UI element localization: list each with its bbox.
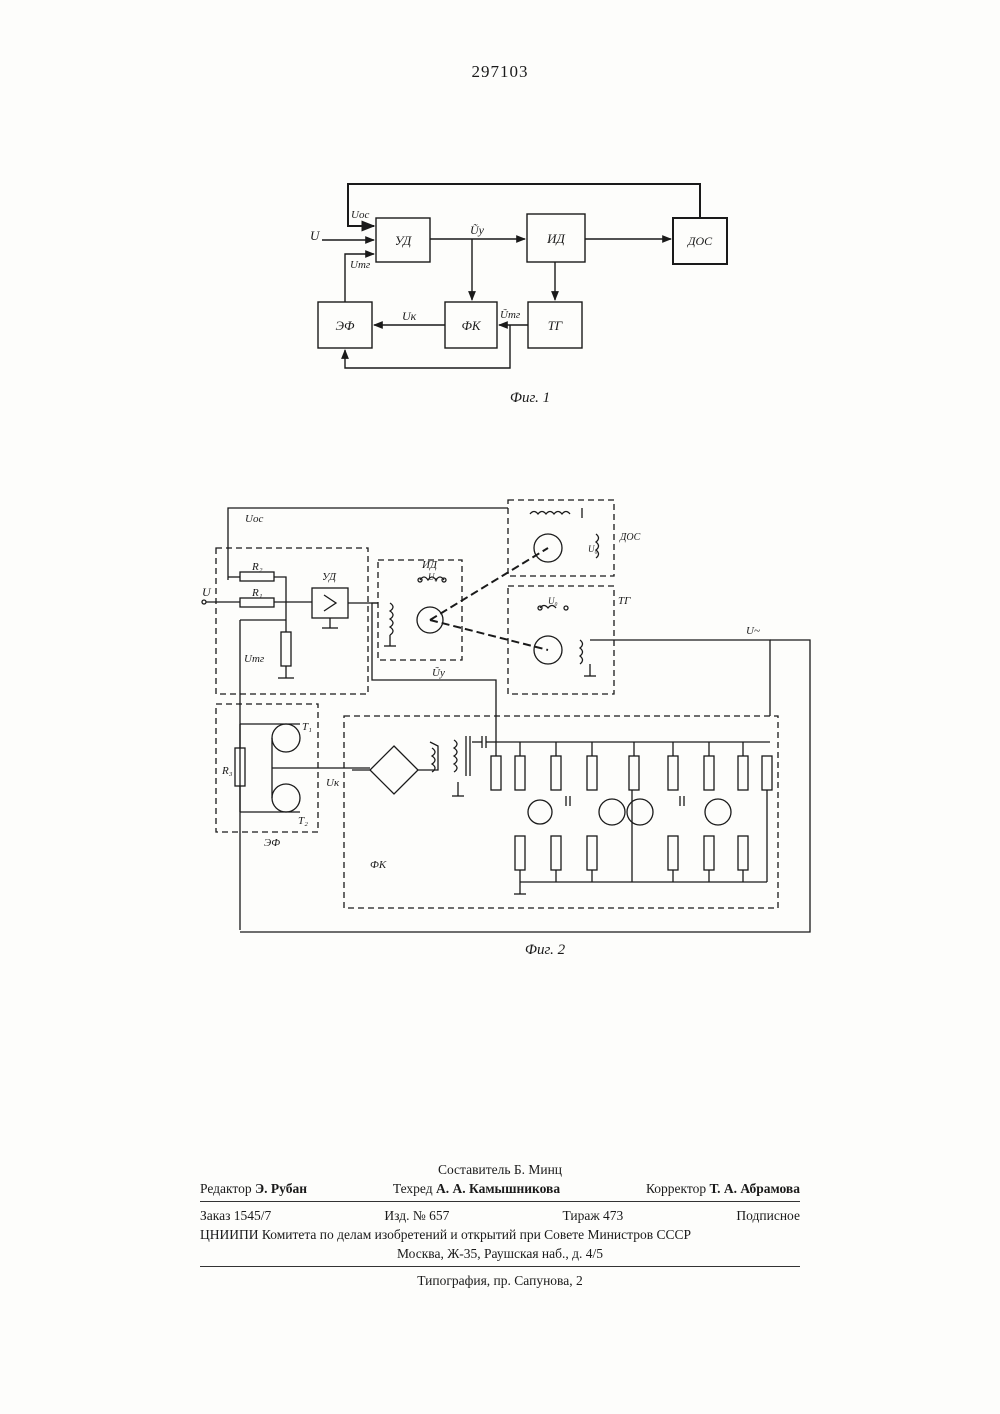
fig1-block-fk-label: ФК [461, 318, 481, 333]
fig2-label-id: ИД [421, 559, 438, 571]
fig1-signal-uk: Uк [402, 309, 417, 323]
fig2-label-ud: УД [322, 571, 337, 583]
fig1-caption: Фиг. 1 [510, 390, 550, 406]
fig1-signal-uoc: Uос [351, 209, 369, 221]
fig1-signal-uy: Ũу [470, 223, 485, 237]
fig2-label-ef: ЭФ [264, 837, 280, 849]
resistor-r2 [240, 572, 274, 581]
techred: Техред А. А. Камышникова [393, 1179, 560, 1198]
order-line: Заказ 1545/7 Изд. № 657 Тираж 473 Подпис… [200, 1206, 800, 1225]
compiler-line: Составитель Б. Минц [200, 1160, 800, 1179]
fig1-block-ud-label: УД [395, 233, 412, 248]
divider-top [200, 1201, 800, 1202]
divider-bottom [200, 1266, 800, 1267]
printer-line: Типография, пр. Сапунова, 2 [200, 1271, 800, 1290]
fig2-label-u0-id: U₀ [428, 572, 438, 582]
fig2-label-uoc: Uос [245, 513, 263, 525]
transistor-t2 [272, 784, 300, 812]
figure-1-block-diagram: УД ИД ДОС ЭФ ФК ТГ U Uос Uтг Ũу Uк Ũтг Ф… [0, 0, 1000, 420]
fig1-block-dos-label: ДОС [687, 234, 713, 248]
staff-line: Редактор Э. Рубан Техред А. А. Камышнико… [200, 1179, 800, 1198]
corrector: Корректор Т. А. Абрамова [646, 1179, 800, 1198]
fig2-label-t2: T₂ [298, 815, 308, 827]
resistor-r1 [240, 598, 274, 607]
org-line-1: ЦНИИПИ Комитета по делам изобретений и о… [200, 1225, 800, 1244]
subscription: Подписное [736, 1206, 800, 1225]
enclosure-input-stage [216, 548, 368, 694]
fig1-signal-utg: Uтг [350, 259, 371, 271]
amplifier-ud [312, 588, 348, 618]
fig1-signal-utg2: Ũтг [500, 309, 521, 321]
fig2-label-utg: Uтг [244, 653, 265, 665]
fig2-label-r1: R₁ [251, 587, 263, 599]
fig2-label-dos: ДОС [619, 532, 641, 543]
fig2-label-u0-tg: U₀ [548, 596, 558, 606]
order: Заказ 1545/7 [200, 1206, 271, 1225]
enclosure-fk [344, 716, 778, 908]
figure-2-circuit-diagram: Uос U R₂ R₁ УД Uтг ИД U₀ ДОС U₀ U₀ ТГ Ũу… [0, 480, 1000, 960]
fig2-label-tg: ТГ [618, 595, 631, 607]
fig2-label-u0-dos: U₀ [588, 544, 598, 554]
fig2-label-fk: ФК [370, 859, 387, 871]
fig2-caption: Фиг. 2 [525, 942, 566, 958]
edition: Изд. № 657 [384, 1206, 449, 1225]
transistor-t1 [272, 724, 300, 752]
fig2-label-u-right: U~ [746, 625, 760, 637]
org-line-2: Москва, Ж-35, Раушская наб., д. 4/5 [200, 1244, 800, 1263]
imprint-block: Составитель Б. Минц Редактор Э. Рубан Те… [200, 1160, 800, 1290]
fig1-block-tg-label: ТГ [548, 318, 563, 333]
fig2-label-r2: R₂ [251, 561, 263, 573]
fig2-label-uy: Ũу [432, 667, 445, 679]
fig2-label-u: U [202, 585, 212, 599]
fig1-block-id-label: ИД [546, 231, 565, 246]
fig1-signal-u: U [310, 228, 321, 243]
editor: Редактор Э. Рубан [200, 1179, 307, 1198]
circulation: Тираж 473 [562, 1206, 623, 1225]
fig2-label-t1: T₁ [302, 721, 312, 733]
fig1-block-ef-label: ЭФ [336, 318, 356, 333]
fig2-label-r3: R₃ [221, 765, 233, 777]
fig2-label-uk: Uк [326, 777, 340, 789]
